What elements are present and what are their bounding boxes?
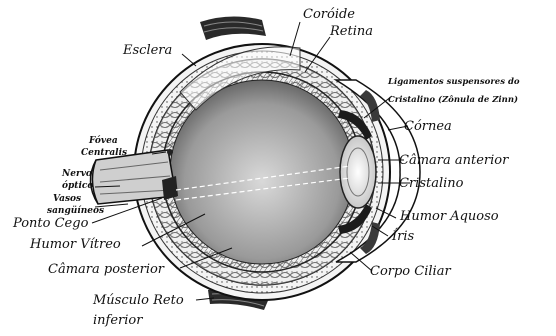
label-retina: Retina	[330, 25, 373, 38]
lens	[340, 136, 376, 208]
label-esclera: Esclera	[123, 44, 172, 57]
label-vasos-line1: Vasos	[53, 195, 81, 204]
label-ponto-cego: Ponto Cego	[13, 217, 88, 230]
blind-spot	[162, 176, 178, 200]
label-camara-posterior: Câmara posterior	[48, 263, 164, 276]
label-ligamentos-line2: Cristalino (Zônula de Zinn)	[388, 96, 518, 105]
label-musculo-line1: Músculo Reto	[93, 294, 184, 307]
label-fovea-line2: Centralis	[81, 149, 127, 158]
label-nervo-line2: óptico	[62, 182, 93, 191]
label-cornea: Córnea	[404, 120, 452, 133]
label-vasos-line2: sangüíneos	[47, 207, 104, 216]
label-corpo-ciliar: Corpo Ciliar	[370, 265, 451, 278]
label-camara-anterior: Câmara anterior	[399, 154, 508, 167]
label-nervo-line1: Nervo	[62, 170, 92, 179]
label-humor-aquoso: Humor Aquoso	[400, 210, 499, 223]
label-ligamentos-line1: Ligamentos suspensores do	[388, 78, 520, 87]
optic-nerve	[90, 150, 176, 204]
label-musculo-line2: inferior	[93, 314, 142, 327]
superior-rectus-muscle	[200, 16, 266, 40]
label-cristalino: Cristalino	[399, 177, 463, 190]
label-fovea-line1: Fóvea	[89, 137, 118, 146]
label-humor-vitreo: Humor Vítreo	[30, 238, 121, 251]
fovea-mark	[167, 149, 173, 155]
label-iris: Íris	[392, 230, 414, 243]
label-coroide: Coróide	[303, 8, 355, 21]
